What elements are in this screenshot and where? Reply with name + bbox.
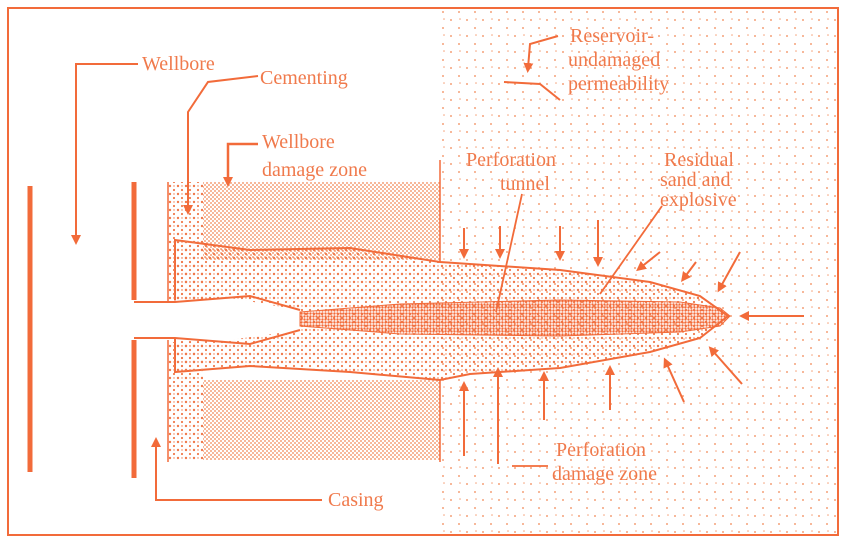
wellbore-damage-zone-upper xyxy=(203,182,440,260)
casing-joint-upper xyxy=(134,294,301,311)
label-residual-3: explosive xyxy=(660,189,737,211)
inflow-arrow xyxy=(636,251,661,272)
label-perf-damage-1: Perforation xyxy=(556,439,646,461)
label-tunnel-2: tunnel xyxy=(500,173,550,195)
label-cementing: Cementing xyxy=(260,67,348,89)
wellbore-damage-leader xyxy=(223,142,258,187)
cement-band-upper xyxy=(168,182,203,300)
inflow-arrow xyxy=(717,251,741,293)
wellbore-opening xyxy=(140,298,300,340)
label-reservoir-1: Reservoir- xyxy=(570,25,654,47)
wellbore-damage-zone-lower xyxy=(203,380,440,460)
label-residual-1: Residual xyxy=(664,149,734,171)
label-wellbore: Wellbore xyxy=(142,53,215,75)
label-reservoir-3: permeability xyxy=(568,73,669,95)
label-wellbore-damage-1: Wellbore xyxy=(262,131,335,153)
label-tunnel-1: Perforation xyxy=(466,149,556,171)
reservoir-leader-branch xyxy=(503,81,561,101)
tunnel-leader xyxy=(495,193,523,313)
reservoir-leader xyxy=(523,35,559,73)
label-reservoir-2: undamaged xyxy=(568,49,660,71)
inflow-arrow xyxy=(681,261,697,282)
casing-leader xyxy=(151,437,322,501)
inflow-arrow xyxy=(708,346,743,385)
cementing-leader xyxy=(183,75,259,215)
cement-band-lower xyxy=(168,342,203,460)
label-casing: Casing xyxy=(328,489,384,511)
label-residual-2: sand and xyxy=(660,169,731,191)
diagram-frame xyxy=(7,7,839,536)
casing-joint-lower xyxy=(134,329,301,346)
perforation-tunnel xyxy=(299,299,731,337)
label-perf-damage-2: damage zone xyxy=(552,463,657,485)
inflow-arrow xyxy=(663,357,685,403)
wellbore-leader xyxy=(71,63,138,245)
label-wellbore-damage-2: damage zone xyxy=(262,159,367,181)
residual-leader xyxy=(599,205,663,295)
